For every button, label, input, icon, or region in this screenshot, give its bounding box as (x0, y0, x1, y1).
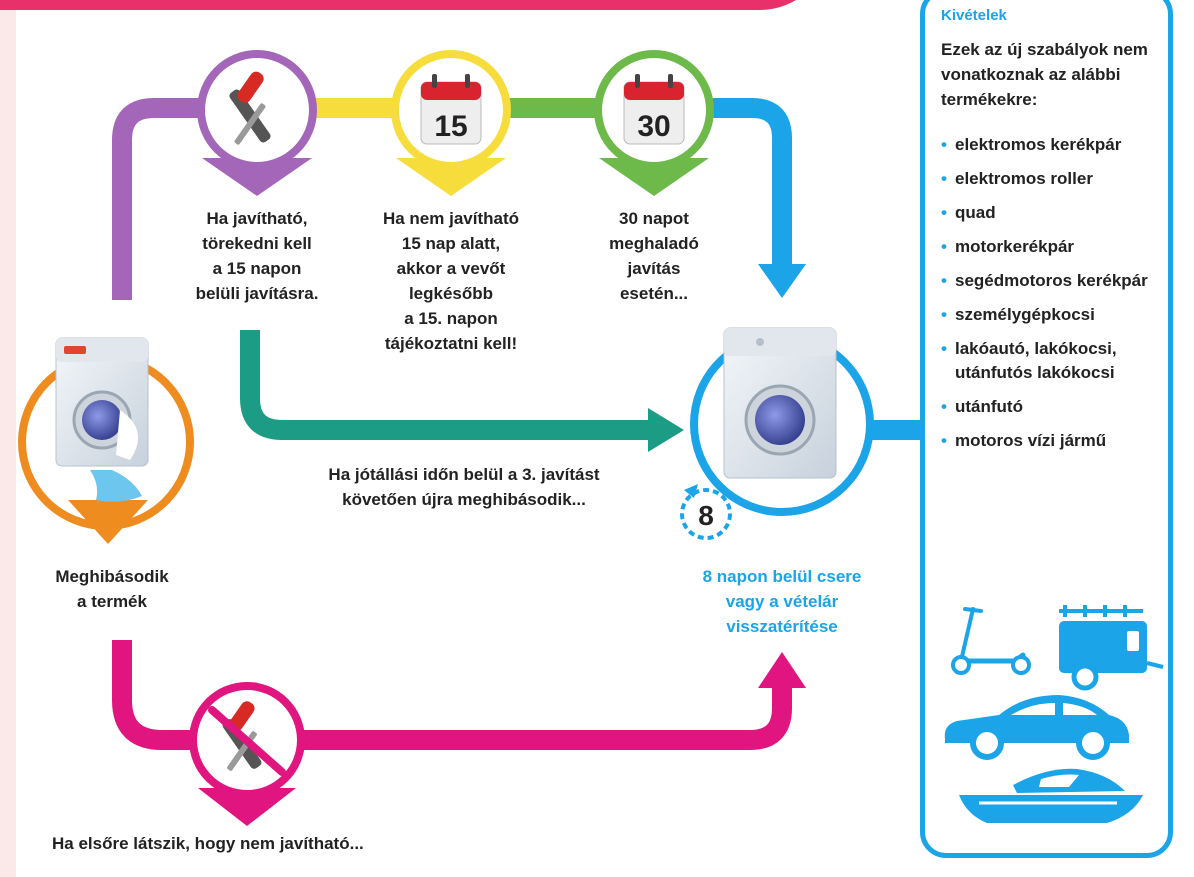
pin-replacement: 8 (680, 327, 874, 540)
arrow-teal-right (648, 408, 684, 452)
exception-item: •motorkerékpár (941, 237, 1075, 256)
left-edge-strip (0, 0, 16, 877)
boat-icon (959, 768, 1143, 823)
exceptions-intro: Ezek az új szabályok nem vonatkoznak az … (941, 40, 1148, 109)
path-teal-third-repair (240, 330, 650, 440)
calendar-icon (623, 74, 685, 145)
exception-item: •segédmotoros kerékpár (941, 271, 1148, 290)
header-banner (0, 0, 830, 10)
no-tools-icon (208, 701, 286, 776)
arrow-magenta-up (758, 652, 806, 688)
exceptions-title: Kivételek (941, 7, 1007, 24)
broken-washing-machine-icon (55, 337, 149, 502)
eight-day-badge (680, 484, 732, 540)
scooter-icon (951, 607, 1031, 675)
calendar-icon (420, 74, 482, 145)
third-repair-text: Ha jótállási időn belül a 3. javítást kö… (328, 465, 600, 509)
exceptions-panel: Kivételek Ezek az új szabályok nem vonat… (920, 0, 1173, 858)
badge-number: 8 (698, 500, 714, 531)
day15-text: Ha nem javítható 15 nap alatt, akkor a v… (382, 209, 520, 353)
pin-not-repairable (189, 682, 305, 826)
pin-repair (197, 50, 317, 196)
not-repairable-text: Ha elsőre látszik, hogy nem javítható... (52, 834, 364, 853)
washing-machine-icon (723, 327, 837, 479)
path-magenta-not-repairable (112, 640, 792, 750)
repair-text: Ha javítható, törekedni kell a 15 napon … (195, 209, 319, 303)
arrow-blue-down (758, 264, 806, 298)
broken-product-text: Meghibásodik a termék (55, 567, 169, 611)
tools-icon (229, 71, 271, 145)
pin-broken (18, 337, 194, 544)
exception-item: •lakóautó, lakókocsi, utánfutós lakókocs… (941, 339, 1117, 382)
exception-item: •utánfutó (941, 397, 1023, 416)
exception-item: •elektromos roller (941, 169, 1093, 188)
exception-item: •quad (941, 203, 996, 222)
pin-day30: 30 (594, 50, 714, 196)
path-purple-to-repair (112, 98, 214, 300)
day30-text: 30 napot meghaladó javítás esetén... (609, 209, 699, 303)
calendar-day-15: 15 (434, 110, 467, 143)
pin-day15: 15 (391, 50, 511, 196)
exception-item: •elektromos kerékpár (941, 135, 1122, 154)
exceptions-list: •elektromos kerékpár •elektromos roller … (941, 133, 1166, 463)
exception-item: •motoros vízi jármű (941, 431, 1107, 450)
exception-item: •személygépkocsi (941, 305, 1095, 324)
car-icon (944, 695, 1129, 760)
path-blue-to-replacement (676, 98, 792, 266)
replacement-text: 8 napon belül csere vagy a vételár vissz… (702, 567, 862, 636)
trailer-icon (1059, 605, 1164, 691)
calendar-day-30: 30 (637, 110, 670, 143)
